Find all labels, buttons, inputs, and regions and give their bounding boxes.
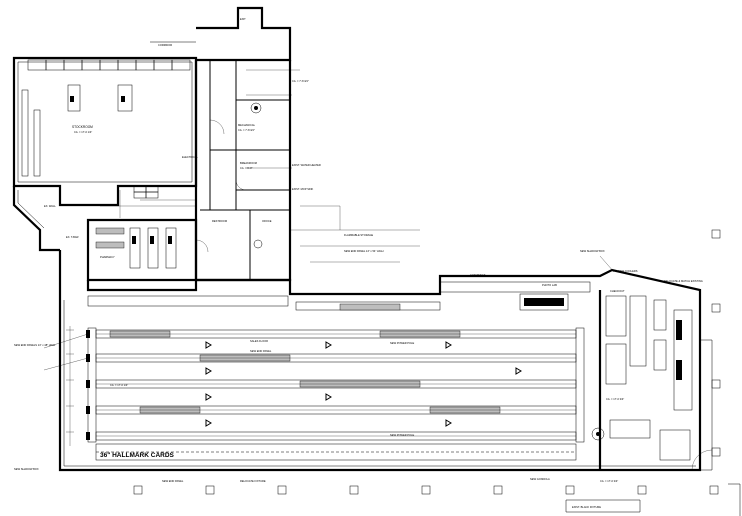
column-square-icon — [565, 485, 575, 495]
exit-label: EXIT — [240, 17, 246, 21]
ca-right-label: CA. = 17'-0 3/4" — [606, 397, 624, 401]
gondola-row-5 — [95, 431, 577, 441]
column-square-icon — [205, 485, 215, 495]
column-markers — [133, 229, 721, 495]
corridor-label: CORRIDOR — [158, 43, 172, 47]
column-square-icon — [711, 303, 721, 313]
service-rooms: EXIT CORRIDOR MECHANICAL CA. = 7'-8 3/4"… — [150, 6, 321, 282]
power-pole-label: NEW POWER POLE — [390, 341, 414, 345]
new-cooler-label: NEW COOLERS — [618, 269, 638, 273]
end-panel-left-note: NEW END PANELS 14" x 48" HIGH — [14, 343, 55, 347]
column-square-icon — [711, 229, 721, 239]
cosmetics-label: COSMETICS — [470, 273, 486, 277]
note-1: CA. = 7'-8 3/4" — [292, 79, 309, 83]
note-3: EXIST. MOP SINK — [292, 187, 314, 191]
bottom-note-3: NEW GONDOLA — [530, 477, 550, 481]
ex-wall-label: EX. WALL — [44, 204, 56, 208]
perimeter-wall-fixtures — [87, 281, 591, 311]
column-square-icon — [711, 447, 721, 457]
mechanical-label: MECHANICAL — [238, 123, 256, 127]
checkout-label: CHECKOUT — [610, 289, 625, 293]
cooler-note: NEW SHADOW BOX — [580, 249, 605, 253]
aisle-ca-label: CA. = 17'-0 1/4" — [110, 383, 128, 387]
hallmark-cards-label: 36" HALLMARK CARDS — [100, 452, 175, 459]
dimension-strings — [66, 326, 74, 446]
photo-lab-label: PHOTO LAB — [542, 283, 557, 287]
bottom-note-1: NEW END PANEL — [162, 479, 184, 483]
column-square-icon — [637, 485, 647, 495]
door-arc-icon — [209, 119, 225, 135]
lower-bins — [133, 185, 159, 199]
pharmacy-label: PHARMACY — [100, 255, 115, 259]
relocate-note: RELOCATE & MATCH EXISTING — [664, 279, 703, 283]
pharmacy-counters — [95, 227, 177, 269]
column-square-icon — [277, 485, 287, 495]
door-arc-icon — [691, 449, 713, 471]
sales-floor: COSMETICS PHOTO LAB — [58, 250, 713, 472]
breakroom-label: BREAKROOM — [240, 161, 257, 165]
new-panel-label: NEW END PANEL 14" x 54" HIGH — [344, 249, 384, 253]
power-pole-label-2: NEW POWER POLE — [390, 433, 414, 437]
bottom-note-2: RELOCATE FIXTURE — [240, 479, 266, 483]
bottom-left-note: NEW SHADOW BOX — [14, 467, 39, 471]
end-panel-note: NEW END PANEL — [250, 349, 272, 353]
gondola-row-3 — [95, 379, 577, 389]
checkout-area: CHECKOUT CA. = 17'-0 3/4" NEW COOLERS RE… — [591, 269, 713, 471]
column-square-icon — [709, 485, 719, 495]
bottom-notes: NEW END PANEL RELOCATE FIXTURE NEW GONDO… — [162, 477, 741, 516]
restroom-label: RESTROOM — [212, 219, 227, 223]
stockroom-area: STOCKROOM CA. = 17'-0 1/4" EX. WALL EX. … — [12, 56, 198, 252]
gondola-row-1 — [95, 329, 577, 339]
bottom-note-5: CA. = 17'-0 3/4" — [600, 479, 618, 483]
office-label: OFFICE — [262, 219, 272, 223]
power-pole-markers — [205, 341, 522, 427]
top-shelving-row — [27, 59, 191, 71]
mechanical-ca-label: CA. = 7'-8 3/4" — [238, 128, 255, 132]
column-square-icon — [493, 485, 503, 495]
door-arc-icon — [195, 239, 209, 253]
column-square-icon — [349, 485, 359, 495]
column-square-icon — [711, 379, 721, 389]
work-area-left: PHARMACY — [86, 218, 198, 282]
column-square-icon — [133, 485, 143, 495]
gondola-row-4 — [95, 405, 577, 415]
stockroom-ca-label: CA. = 17'-0 1/4" — [74, 130, 92, 134]
flammable-label: FLAMMABLE STORAGE — [344, 233, 373, 237]
stockroom-label: STOCKROOM — [72, 125, 93, 129]
misc-linework: FLAMMABLE STORAGE NEW END PANEL 14" x 54… — [100, 190, 615, 343]
left-callouts: NEW END PANELS 14" x 48" HIGH NEW SHADOW… — [14, 333, 89, 471]
door-arc-icon — [235, 179, 247, 191]
note-2: EXIST. WATER HEATER — [292, 163, 321, 167]
ex-tbar-label: EX. T-BAR — [66, 235, 79, 239]
bottom-note-4: EXIST. BLACK FIXTURE — [572, 505, 601, 509]
column-square-icon — [421, 485, 431, 495]
electrical-label: ELECTRICAL — [182, 155, 199, 159]
gondola-row-2 — [95, 353, 577, 363]
sales-floor-label: SALES FLOOR — [250, 339, 268, 343]
